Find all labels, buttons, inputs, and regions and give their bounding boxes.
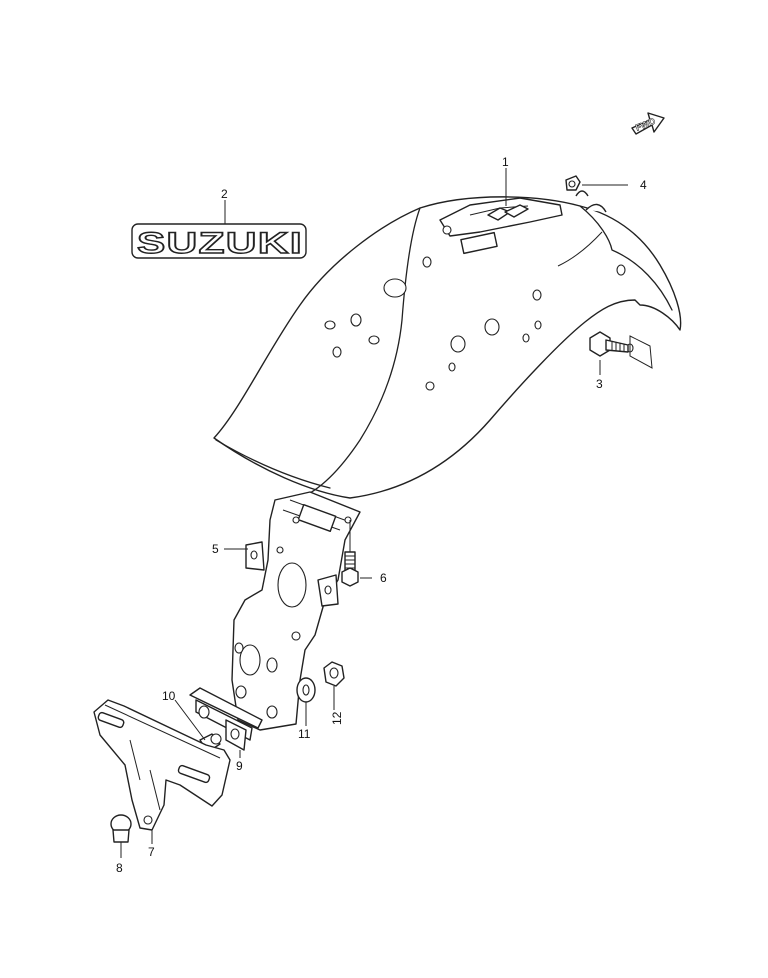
forward-arrow-icon: FWD xyxy=(631,112,665,135)
callout-10: 10 xyxy=(162,689,176,703)
callout-4: 4 xyxy=(640,178,647,192)
emblem-text: SUZUKI xyxy=(137,227,303,260)
fender-bracket-part-5 xyxy=(231,491,361,731)
callout-3: 3 xyxy=(596,377,603,391)
washer-part-11 xyxy=(296,677,316,703)
bolt-part-3 xyxy=(589,331,629,357)
plate-bracket-part-7 xyxy=(93,699,231,831)
bracket-part-9 xyxy=(189,687,263,751)
callout-12: 12 xyxy=(330,711,344,725)
nut-part-12 xyxy=(323,661,345,687)
leader-lines xyxy=(120,168,628,858)
callout-7: 7 xyxy=(148,845,155,859)
bolt-part-6 xyxy=(341,551,359,587)
callout-6: 6 xyxy=(380,571,387,585)
grommet-part-8 xyxy=(110,814,132,843)
callout-11: 11 xyxy=(298,727,311,741)
callout-5: 5 xyxy=(212,542,219,556)
clip-part-4 xyxy=(565,175,581,191)
callout-2: 2 xyxy=(221,187,228,201)
suzuki-emblem: SUZUKI xyxy=(131,223,307,261)
rear-fender xyxy=(213,190,682,499)
callout-1: 1 xyxy=(502,155,509,169)
callout-9: 9 xyxy=(236,759,243,773)
callout-8: 8 xyxy=(116,861,123,875)
callout-labels: 1 2 3 4 5 6 7 8 9 10 11 12 xyxy=(116,155,647,875)
